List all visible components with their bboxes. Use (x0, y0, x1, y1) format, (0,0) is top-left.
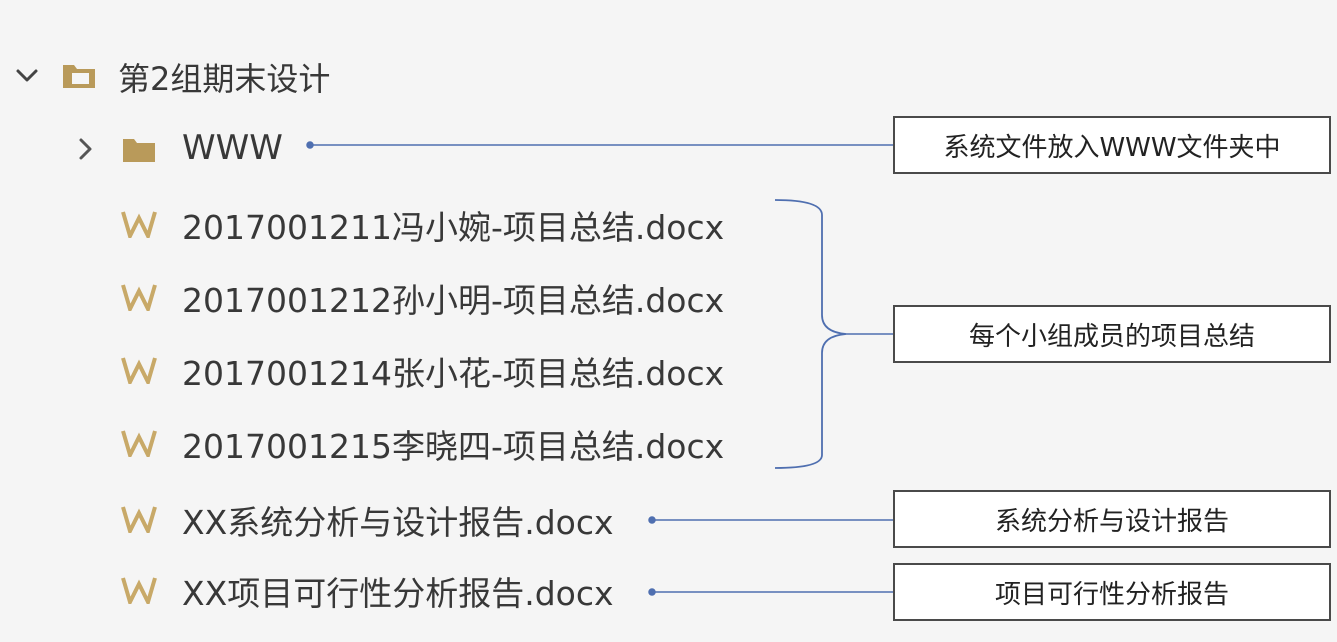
callout-text: 每个小组成员的项目总结 (968, 321, 1255, 352)
file-label[interactable]: 2017001212孙小明-项目总结.docx (182, 281, 725, 320)
callout-text: 项目可行性分析报告 (994, 579, 1229, 610)
folder-open-icon (63, 65, 95, 88)
word-document-icon (121, 577, 157, 604)
brace-summaries (774, 199, 847, 469)
callout-design-note: 系统分析与设计报告 (893, 490, 1331, 548)
folder-label-www[interactable]: WWW (182, 128, 283, 168)
callout-www-note: 系统文件放入WWW文件夹中 (893, 116, 1331, 174)
file-label[interactable]: 2017001211冯小婉-项目总结.docx (182, 208, 725, 247)
callout-text: 系统文件放入WWW文件夹中 (943, 132, 1281, 163)
word-document-icon (121, 357, 157, 384)
callout-summary-note: 每个小组成员的项目总结 (893, 305, 1331, 363)
callout-text: 系统分析与设计报告 (994, 506, 1229, 537)
file-label[interactable]: XX系统分析与设计报告.docx (182, 503, 614, 542)
root-folder-label[interactable]: 第2组期末设计 (118, 60, 331, 98)
chevron-right-icon[interactable] (70, 134, 100, 164)
word-document-icon (121, 284, 157, 311)
word-document-icon (121, 430, 157, 457)
word-document-icon (121, 211, 157, 238)
chevron-down-icon[interactable] (12, 60, 42, 90)
folder-icon (123, 139, 155, 162)
callout-feasibility-note: 项目可行性分析报告 (893, 563, 1331, 621)
file-label[interactable]: XX项目可行性分析报告.docx (182, 574, 614, 613)
file-label[interactable]: 2017001215李晓四-项目总结.docx (182, 427, 725, 466)
word-document-icon (121, 506, 157, 533)
file-label[interactable]: 2017001214张小花-项目总结.docx (182, 354, 725, 393)
